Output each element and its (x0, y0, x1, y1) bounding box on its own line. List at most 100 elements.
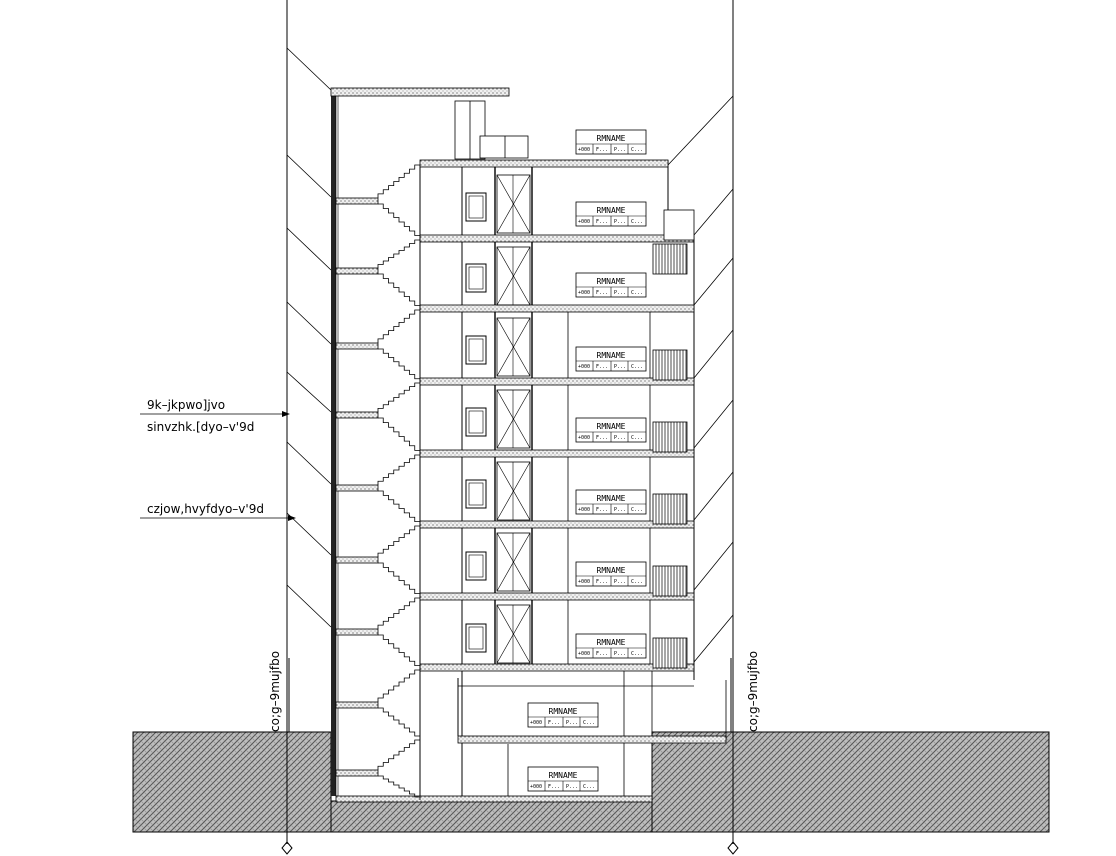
window (465, 551, 487, 581)
room-tag-field: +000 (530, 784, 542, 790)
room-tag-field: C... (583, 720, 595, 726)
window (465, 263, 487, 293)
lift-cross (496, 604, 531, 664)
room-tag-field: F... (596, 147, 608, 153)
lift-cross (496, 246, 531, 306)
window-frame (468, 626, 484, 650)
stair-flight (377, 739, 420, 770)
room-tag-field: C... (631, 147, 643, 153)
roof-structure (330, 87, 695, 241)
room-tag-field: F... (596, 364, 608, 370)
balcony-railing (652, 349, 688, 381)
room-tag-name: RMNAME (597, 494, 626, 503)
vertical-label-left: co;g–9mujfbo (268, 651, 282, 732)
room-tag-field: P... (566, 720, 578, 726)
room-tag-field: P... (614, 364, 626, 370)
room-tag-name: RMNAME (597, 351, 626, 360)
stair-landing (335, 197, 379, 205)
room-tag-name: RMNAME (549, 771, 578, 780)
room-tag-field: P... (614, 507, 626, 513)
room-tag-field: +000 (530, 720, 542, 726)
room-tag-field: P... (614, 435, 626, 441)
room-tag-field: C... (583, 784, 595, 790)
ground-under-basement (330, 800, 653, 833)
room-tag-field: P... (614, 651, 626, 657)
window (465, 407, 487, 437)
room-tag-name: RMNAME (549, 707, 578, 716)
room-tag-field: +000 (578, 435, 590, 441)
window-frame (468, 554, 484, 578)
lift-door (496, 246, 531, 306)
lift-cross (496, 389, 531, 449)
setback-lines-right (667, 95, 734, 663)
room-tag-field: P... (614, 219, 626, 225)
stair-flight (378, 273, 421, 310)
room-tag-field: +000 (578, 364, 590, 370)
lift-cross (496, 174, 531, 234)
room-tag-field: P... (566, 784, 578, 790)
stair-flight (378, 562, 421, 598)
floor-slab (419, 159, 669, 168)
ground-right (651, 731, 1050, 833)
stair-flight (377, 309, 420, 343)
annotation-label-1b: sinvzhk.[dyo–v'9d (147, 420, 254, 434)
room-tag-field: F... (596, 219, 608, 225)
stair-landing (335, 628, 379, 636)
room-tag-field: P... (614, 147, 626, 153)
ground-left (132, 731, 332, 833)
stair-landing (335, 267, 379, 275)
room-tag-name: RMNAME (597, 638, 626, 647)
stair-flight (377, 525, 420, 557)
grid-marker-right-icon (727, 841, 739, 855)
room-tag-field: +000 (578, 579, 590, 585)
stair-flight (378, 775, 421, 800)
room-tag-field: +000 (578, 507, 590, 513)
lift-cross (496, 317, 531, 377)
stair-flight (378, 707, 421, 740)
lift-cross (496, 461, 531, 521)
lift-door (496, 389, 531, 449)
window (465, 479, 487, 509)
window (465, 623, 487, 653)
room-tag-field: P... (614, 290, 626, 296)
room-tag-field: C... (631, 507, 643, 513)
floor-slab (419, 234, 695, 243)
room-tag-field: F... (548, 784, 560, 790)
room-tag-field: F... (596, 579, 608, 585)
window-frame (468, 338, 484, 362)
openings (465, 174, 688, 669)
room-tag-field: F... (596, 651, 608, 657)
room-tag-field: C... (631, 364, 643, 370)
room-tag-name: RMNAME (597, 566, 626, 575)
lift-door (496, 174, 531, 234)
room-tag-field: F... (596, 290, 608, 296)
balcony-railing (652, 565, 688, 597)
setback-lines-left (286, 47, 332, 628)
room-tag-field: C... (631, 651, 643, 657)
window (465, 335, 487, 365)
lift-door (496, 461, 531, 521)
room-tag-basement: RMNAME +000 F... P... C... (527, 766, 599, 792)
window-frame (468, 195, 484, 219)
room-tag-floor-5: RMNAME +000 F... P... C... (575, 346, 647, 372)
balcony-railing (652, 637, 688, 669)
window-frame (468, 482, 484, 506)
lift-door (496, 604, 531, 664)
room-tag-field: F... (548, 720, 560, 726)
room-tag-field: +000 (578, 651, 590, 657)
balcony-railing (652, 493, 688, 525)
window-frame (468, 410, 484, 434)
window (465, 192, 487, 222)
room-tag-field: +000 (578, 147, 590, 153)
room-tag-field: F... (596, 435, 608, 441)
floor-slab (419, 304, 695, 313)
room-tag-field: P... (614, 579, 626, 585)
